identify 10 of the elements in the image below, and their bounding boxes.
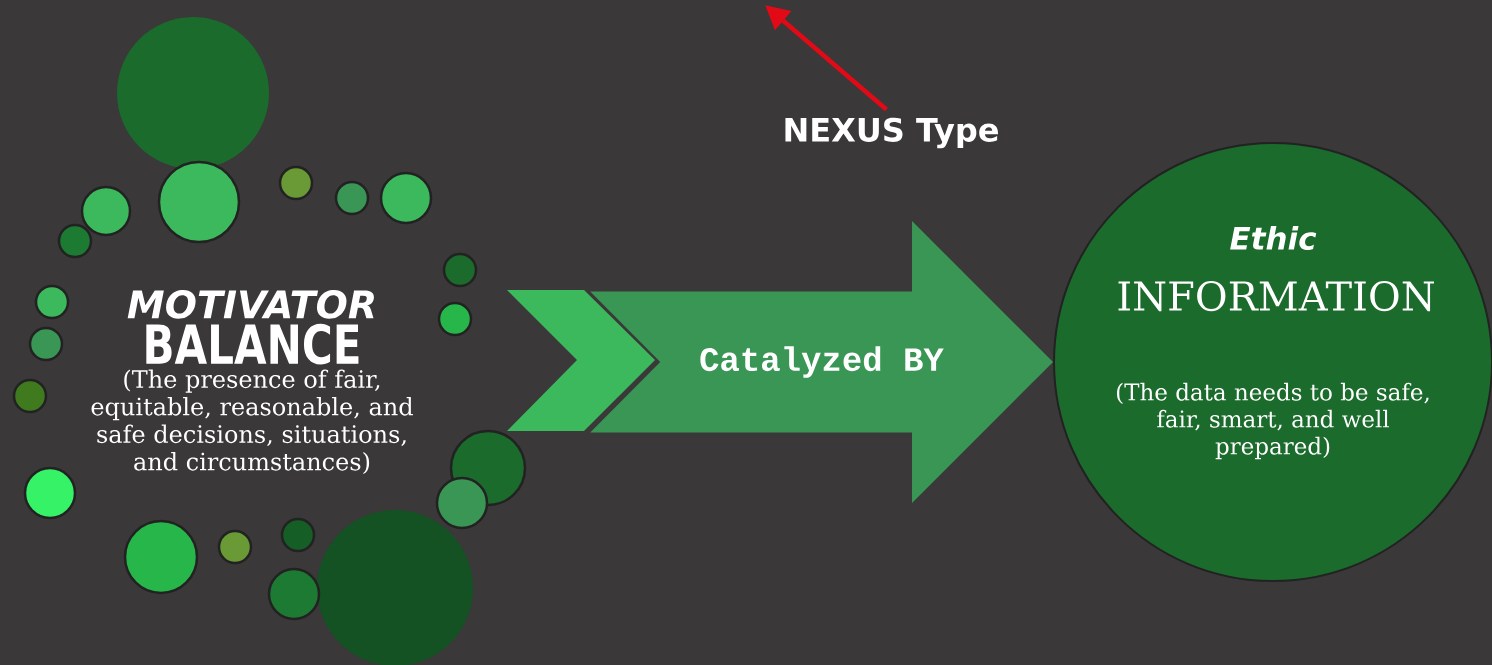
info-circle (1053, 142, 1492, 582)
note-text: NEXUS Type (785, 117, 998, 149)
description: (The presence of fair, equitable, reasonable, and safe decisions, situations, and circumstances) (91, 369, 413, 475)
heading: Ethic (1230, 226, 1317, 250)
title: BALANCE (146, 323, 359, 365)
block-arrow (507, 221, 1053, 503)
heading: MOTIVATOR (127, 290, 374, 319)
title: INFORMATION (1118, 280, 1434, 312)
description: (The data needs to be safe, fair, smart, and well prepared) (1117, 382, 1429, 460)
edge-label: Catalyzed BY (700, 346, 944, 378)
